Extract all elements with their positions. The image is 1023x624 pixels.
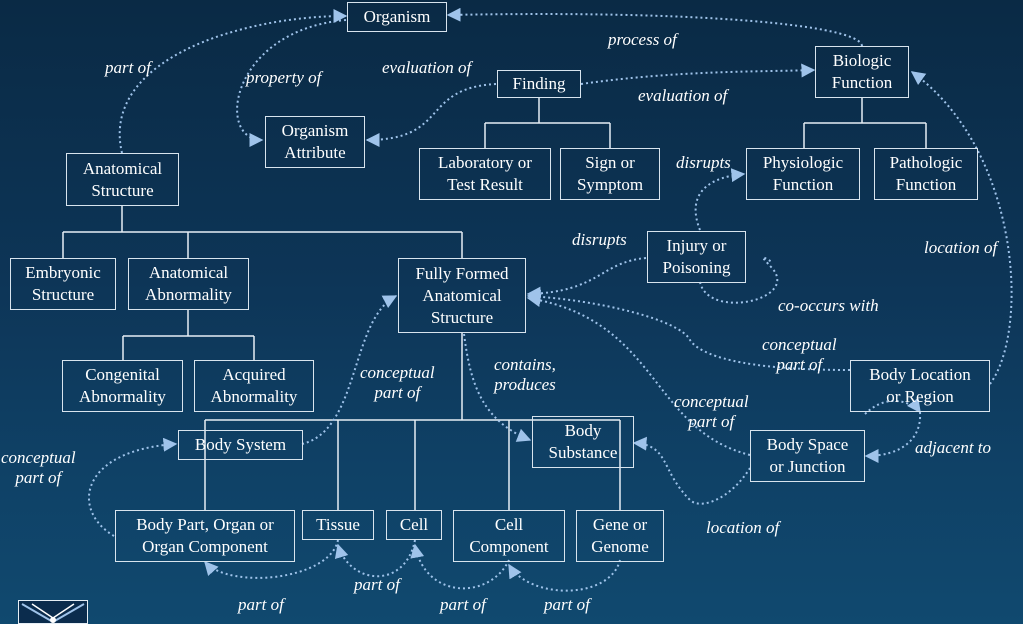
label-adjacent-to: adjacent to — [915, 438, 992, 457]
node-laboratory-result[interactable]: Laboratory or Test Result — [419, 148, 551, 200]
label-disrupts-upper: disrupts — [676, 153, 731, 172]
node-fully-formed-anatomical-structure[interactable]: Fully Formed Anatomical Structure — [398, 258, 526, 333]
node-sign-symptom[interactable]: Sign or Symptom — [560, 148, 660, 200]
label-property-of: property of — [246, 68, 322, 87]
label-process-of: process of — [608, 30, 677, 49]
node-congenital-abnormality[interactable]: Congenital Abnormality — [62, 360, 183, 412]
node-cell-component[interactable]: Cell Component — [453, 510, 565, 562]
label-part-of-top: part of — [105, 58, 151, 77]
hierarchy-lines — [62, 97, 927, 510]
label-conceptual-part-of-space: conceptual part of — [674, 392, 749, 431]
label-conceptual-part-of-center: conceptual part of — [360, 363, 435, 402]
node-body-part-organ[interactable]: Body Part, Organ or Organ Component — [115, 510, 295, 562]
label-co-occurs-with: co-occurs with — [778, 296, 879, 315]
node-body-substance[interactable]: Body Substance — [532, 416, 634, 468]
label-location-of-bottom: location of — [706, 518, 780, 537]
label-contains-produces: contains, produces — [494, 355, 556, 394]
node-anatomical-abnormality[interactable]: Anatomical Abnormality — [128, 258, 249, 310]
label-part-of-b3: part of — [440, 595, 486, 614]
label-evaluation-of-right: evaluation of — [638, 86, 728, 105]
label-conceptual-part-of-location: conceptual part of — [762, 335, 837, 374]
node-pathologic-function[interactable]: Pathologic Function — [874, 148, 978, 200]
node-biologic-function[interactable]: Biologic Function — [815, 46, 909, 98]
label-part-of-b2: part of — [354, 575, 400, 594]
node-organism[interactable]: Organism — [347, 2, 447, 32]
node-body-space-junction[interactable]: Body Space or Junction — [750, 430, 865, 482]
node-gene-genome[interactable]: Gene or Genome — [576, 510, 664, 562]
label-conceptual-part-of-left: conceptual part of — [1, 448, 76, 487]
node-embryonic-structure[interactable]: Embryonic Structure — [10, 258, 116, 310]
label-disrupts-lower: disrupts — [572, 230, 627, 249]
node-organism-attribute[interactable]: Organism Attribute — [265, 116, 365, 168]
label-part-of-b1: part of — [238, 595, 284, 614]
node-injury-poisoning[interactable]: Injury or Poisoning — [647, 231, 746, 283]
node-body-system[interactable]: Body System — [178, 430, 303, 460]
node-anatomical-structure[interactable]: Anatomical Structure — [66, 153, 179, 206]
label-evaluation-of-left: evaluation of — [382, 58, 472, 77]
node-finding[interactable]: Finding — [497, 70, 581, 98]
node-acquired-abnormality[interactable]: Acquired Abnormality — [194, 360, 314, 412]
relation-arrows — [88, 7, 1013, 592]
label-part-of-b4: part of — [544, 595, 590, 614]
nlm-logo-icon — [18, 600, 88, 624]
node-tissue[interactable]: Tissue — [302, 510, 374, 540]
node-physiologic-function[interactable]: Physiologic Function — [746, 148, 860, 200]
node-cell[interactable]: Cell — [386, 510, 442, 540]
label-location-of-right: location of — [924, 238, 998, 257]
node-body-location-region[interactable]: Body Location or Region — [850, 360, 990, 412]
